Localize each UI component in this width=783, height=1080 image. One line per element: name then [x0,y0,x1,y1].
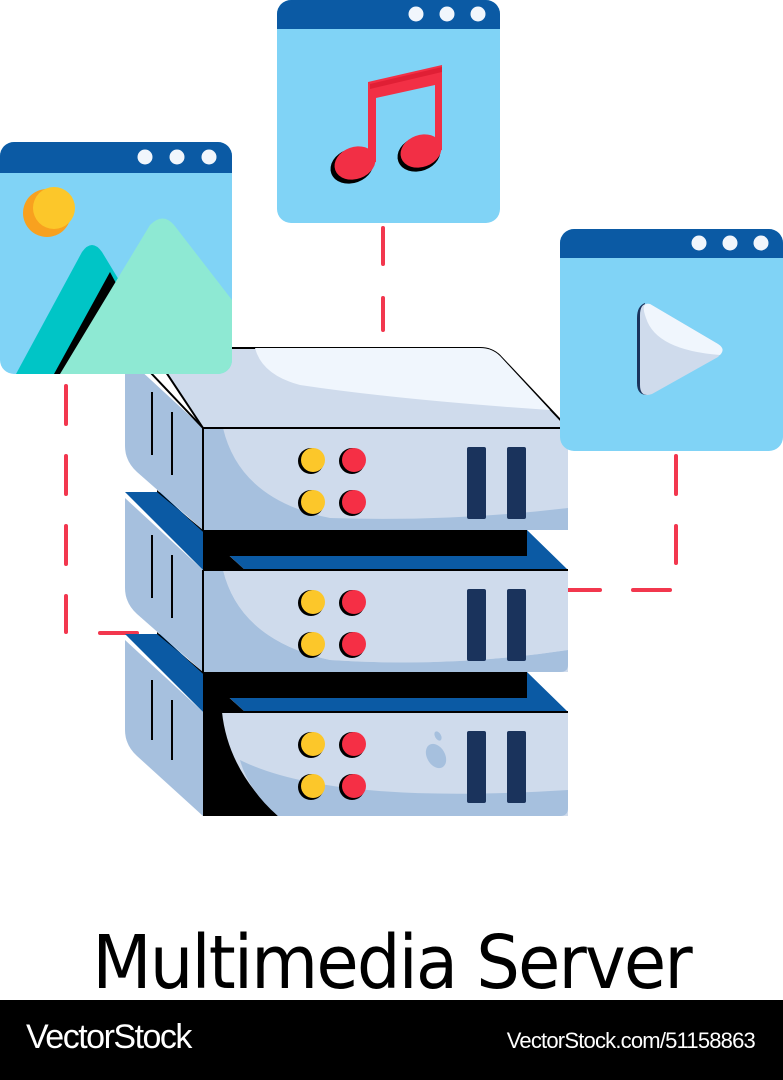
server-rack-icon [125,347,569,816]
video-window [560,229,783,451]
server-unit-top [125,347,569,556]
image-reference-link: VectorStock.com/51158863 [506,1028,756,1053]
music-note-icon [330,65,442,184]
server-unit-middle [125,490,568,712]
connector-lines [64,226,678,635]
image-icon [16,187,232,374]
brand-logo-text: VectorStock [26,1018,192,1056]
page-title: Multimedia Server [92,920,692,1006]
multimedia-server-illustration [0,0,783,816]
image-window [0,142,232,374]
music-window [277,0,500,223]
watermark-footer: VectorStock VectorStock.com/51158863 [0,1000,783,1080]
play-icon [637,303,723,395]
